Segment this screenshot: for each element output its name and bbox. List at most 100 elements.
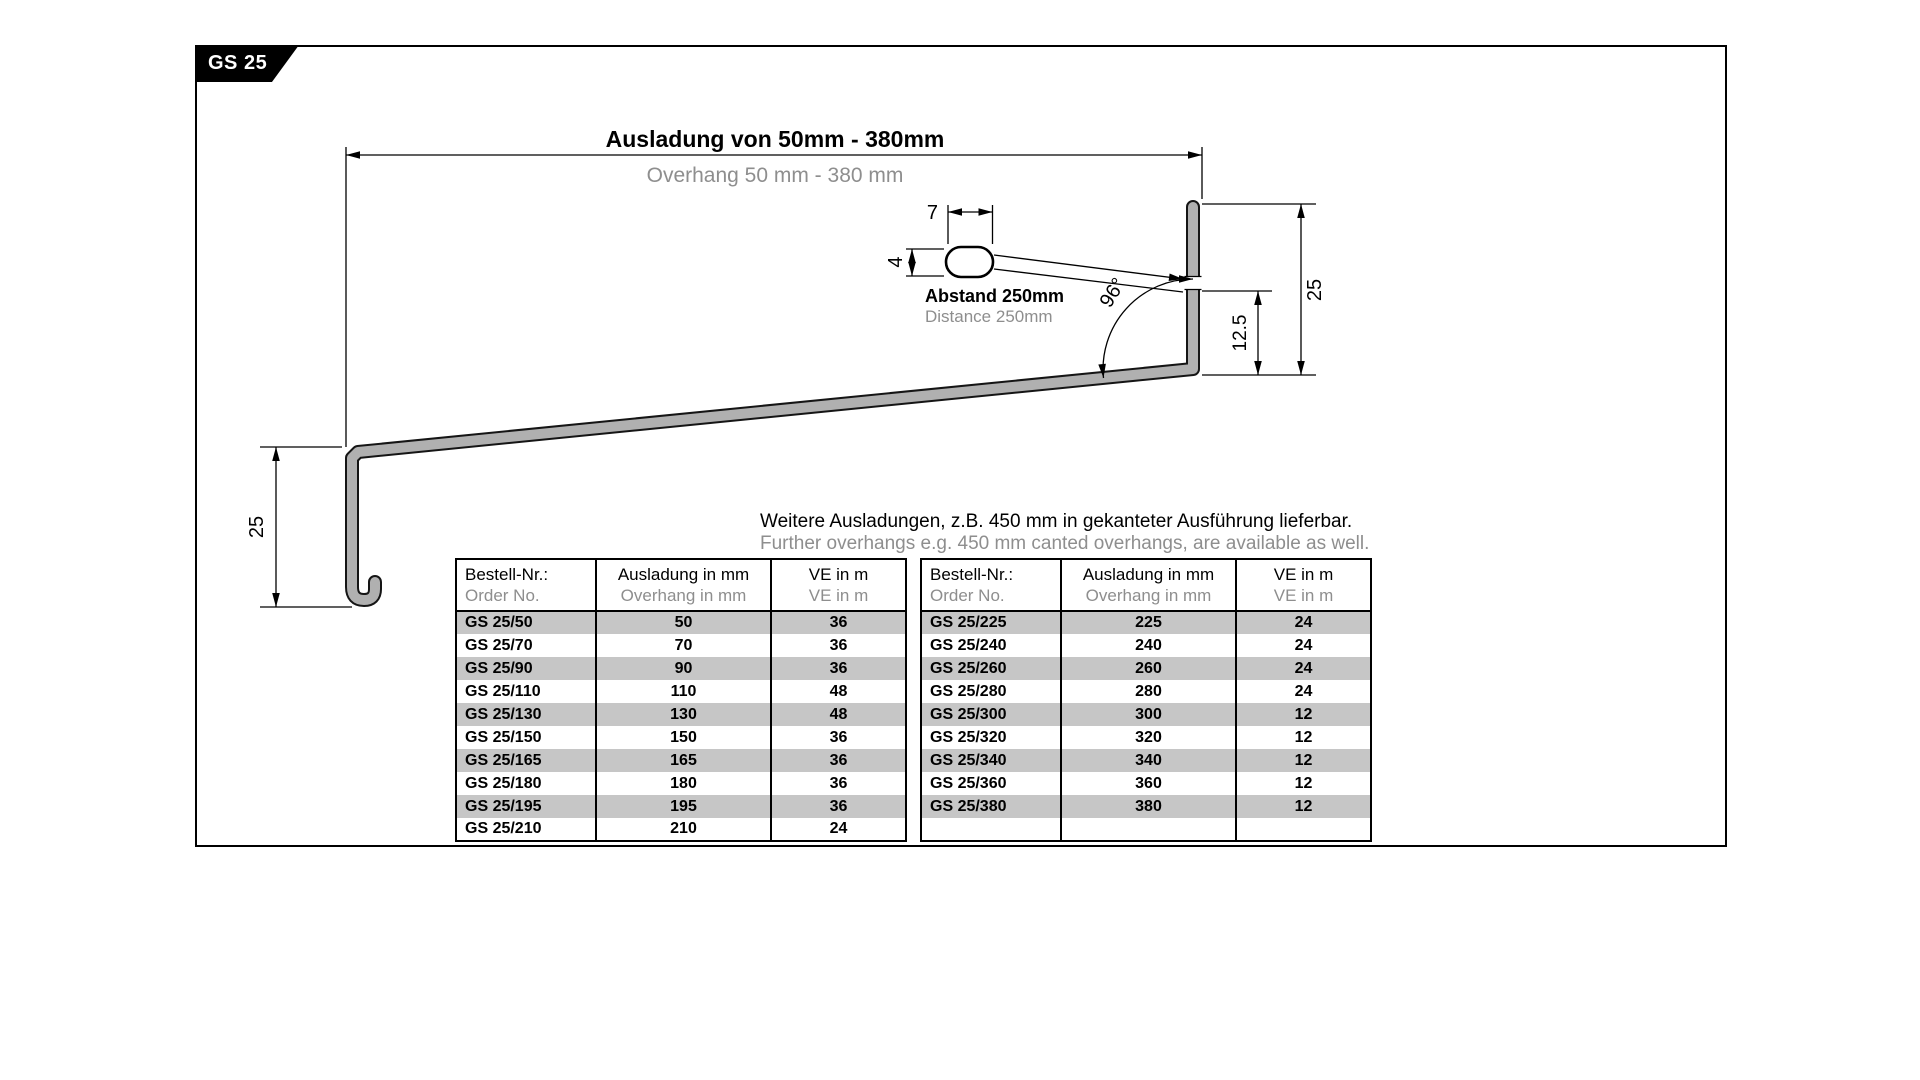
- slot-height-label: 4: [885, 256, 907, 267]
- cell-ve: 48: [770, 703, 907, 726]
- left-dimension: 25: [246, 446, 352, 608]
- front-height-label: 25: [246, 516, 268, 538]
- note-en: Further overhangs e.g. 450 mm canted ove…: [760, 533, 1369, 554]
- header-overhang: Ausladung in mm Overhang in mm: [595, 558, 772, 612]
- cell-ve: 36: [770, 611, 907, 634]
- slot-offset-label: 12.5: [1230, 315, 1251, 352]
- overhang-dim-label-en: Overhang 50 mm - 380 mm: [647, 164, 904, 187]
- cell-overhang: [1060, 818, 1237, 842]
- cell-overhang: 70: [595, 634, 772, 657]
- header-ve-en: VE in m: [1273, 586, 1334, 605]
- cell-overhang: 280: [1060, 680, 1237, 703]
- cell-overhang: 110: [595, 680, 772, 703]
- slot-distance-label-en: Distance 250mm: [925, 307, 1053, 326]
- cell-order-no: GS 25/280: [920, 680, 1062, 703]
- cell-ve: 48: [770, 680, 907, 703]
- cell-order-no: GS 25/225: [920, 611, 1062, 634]
- header-ve-en: VE in m: [808, 586, 869, 605]
- cell-ve: [1235, 818, 1372, 842]
- datasheet-frame: GS 25 Ausladung von 50mm - 380mm Overhan…: [195, 45, 1727, 847]
- slot-distance-label-de: Abstand 250mm: [925, 286, 1064, 306]
- cell-overhang: 240: [1060, 634, 1237, 657]
- cell-overhang: 320: [1060, 726, 1237, 749]
- cell-order-no: GS 25/90: [455, 657, 597, 680]
- cell-overhang: 300: [1060, 703, 1237, 726]
- cell-order-no: GS 25/380: [920, 795, 1062, 818]
- cell-ve: 36: [770, 749, 907, 772]
- availability-note: Weitere Ausladungen, z.B. 450 mm in geka…: [760, 511, 1369, 554]
- note-de: Weitere Ausladungen, z.B. 450 mm in geka…: [760, 511, 1352, 532]
- back-height-label: 25: [1304, 279, 1326, 301]
- header-overhang-de: Ausladung in mm: [617, 565, 750, 584]
- right-dimensions: 25 12.5: [1202, 203, 1326, 376]
- cell-ve: 36: [770, 657, 907, 680]
- cell-ve: 36: [770, 726, 907, 749]
- technical-drawing: Ausladung von 50mm - 380mm Overhang 50 m…: [246, 126, 1369, 608]
- overhang-dimension: Ausladung von 50mm - 380mm Overhang 50 m…: [345, 126, 1203, 447]
- angle-label: 96°: [1096, 274, 1131, 311]
- header-ve-de: VE in m: [808, 565, 869, 584]
- cell-order-no: GS 25/300: [920, 703, 1062, 726]
- cell-overhang: 260: [1060, 657, 1237, 680]
- cell-order-no: GS 25/180: [455, 772, 597, 795]
- cell-ve: 24: [1235, 680, 1372, 703]
- cell-overhang: 380: [1060, 795, 1237, 818]
- header-ve: VE in m VE in m: [1235, 558, 1372, 612]
- cell-overhang: 150: [595, 726, 772, 749]
- cell-order-no: GS 25/150: [455, 726, 597, 749]
- cell-order-no: GS 25/210: [455, 818, 597, 842]
- cell-order-no: GS 25/70: [455, 634, 597, 657]
- cell-ve: 24: [1235, 657, 1372, 680]
- cell-order-no: [920, 818, 1062, 842]
- cell-order-no: GS 25/360: [920, 772, 1062, 795]
- cell-order-no: GS 25/50: [455, 611, 597, 634]
- cell-overhang: 50: [595, 611, 772, 634]
- profile-fill: [347, 202, 1198, 605]
- cell-ve: 24: [770, 818, 907, 842]
- cell-ve: 12: [1235, 726, 1372, 749]
- cell-ve: 12: [1235, 772, 1372, 795]
- cell-order-no: GS 25/240: [920, 634, 1062, 657]
- overhang-dim-label-de: Ausladung von 50mm - 380mm: [606, 126, 945, 152]
- cell-overhang: 165: [595, 749, 772, 772]
- cell-overhang: 180: [595, 772, 772, 795]
- cell-order-no: GS 25/195: [455, 795, 597, 818]
- header-order-no: Bestell-Nr.: Order No.: [920, 558, 1062, 612]
- order-table-left: Bestell-Nr.: Order No. Ausladung in mm O…: [455, 558, 907, 842]
- table-header-row: Bestell-Nr.: Order No. Ausladung in mm O…: [920, 558, 1372, 612]
- cell-overhang: 210: [595, 818, 772, 842]
- cell-ve: 36: [770, 795, 907, 818]
- header-order-no-en: Order No.: [930, 586, 1005, 605]
- cell-ve: 24: [1235, 634, 1372, 657]
- cell-ve: 12: [1235, 749, 1372, 772]
- cell-overhang: 225: [1060, 611, 1237, 634]
- cell-ve: 12: [1235, 703, 1372, 726]
- header-order-no-de: Bestell-Nr.:: [930, 565, 1014, 584]
- product-code: GS 25: [208, 52, 268, 74]
- order-table-right: Bestell-Nr.: Order No. Ausladung in mm O…: [920, 558, 1372, 842]
- cell-order-no: GS 25/110: [455, 680, 597, 703]
- header-ve: VE in m VE in m: [770, 558, 907, 612]
- slot-width-label: 7: [927, 202, 938, 224]
- cell-order-no: GS 25/130: [455, 703, 597, 726]
- table-header-row: Bestell-Nr.: Order No. Ausladung in mm O…: [455, 558, 907, 612]
- header-overhang-en: Overhang in mm: [1085, 586, 1212, 605]
- cell-ve: 12: [1235, 795, 1372, 818]
- header-ve-de: VE in m: [1273, 565, 1334, 584]
- cell-overhang: 130: [595, 703, 772, 726]
